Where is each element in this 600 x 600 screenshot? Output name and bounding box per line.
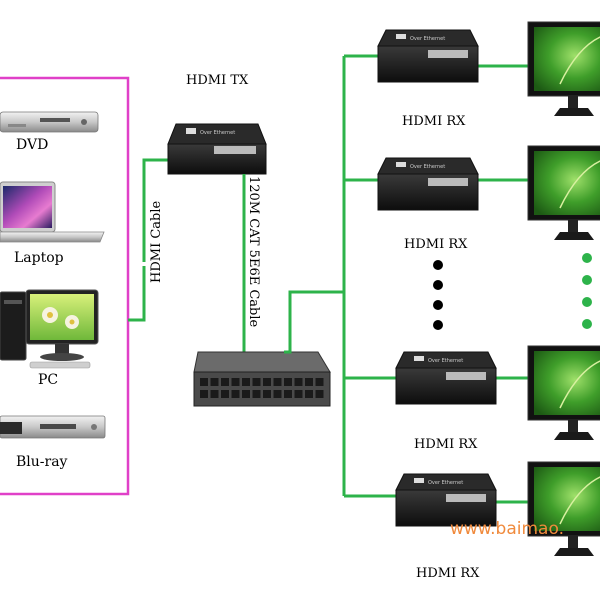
source-label-laptop: Laptop (14, 250, 64, 266)
monitor-icon (527, 145, 600, 240)
switch-port (284, 378, 292, 386)
rx-panel-text: Over Ethernet (410, 164, 445, 170)
switch-port (242, 378, 250, 386)
switch-port (210, 378, 219, 386)
hdmi-rx-label: HDMI RX (414, 437, 478, 452)
switch-uplink-line (284, 290, 344, 354)
switch-port (252, 390, 261, 398)
switch-port (263, 378, 271, 386)
hdmi-rx-label: HDMI RX (402, 114, 466, 129)
switch-port (315, 378, 324, 386)
hdmi-receiver-icon: Over Ethernet (395, 473, 497, 527)
switch-port (294, 378, 303, 386)
hdmi-receiver-icon: Over Ethernet (377, 29, 479, 83)
rx-panel-text: Over Ethernet (410, 36, 445, 42)
continuation-dot-green (582, 319, 592, 329)
hdmi-rx-label: HDMI RX (404, 237, 468, 252)
hdmi-receiver-icon: Over Ethernet (377, 157, 479, 211)
source-label-dvd: DVD (16, 137, 48, 153)
hdmi-rx-label: HDMI RX (416, 566, 480, 581)
switch-port (231, 390, 240, 398)
switch-port (315, 390, 324, 398)
source-label-pc: PC (38, 372, 58, 388)
hdmi-receiver-icon: Over Ethernet (395, 351, 497, 405)
source-label-bluray: Blu-ray (16, 454, 68, 470)
switch-port (200, 378, 208, 386)
switch-port (200, 390, 208, 398)
hdmi-tx-label: HDMI TX (186, 73, 249, 88)
switch-port (273, 390, 282, 398)
switch-port (242, 390, 250, 398)
switch-port (305, 378, 313, 386)
switch-port (294, 390, 303, 398)
rx-panel-text: Over Ethernet (428, 358, 463, 364)
watermark-text: www.baimao. (450, 519, 564, 539)
dvd-player-icon (0, 111, 99, 133)
monitor-icon (527, 21, 600, 116)
desktop-pc-icon (0, 289, 99, 369)
switch-port (284, 390, 292, 398)
switch-port (252, 378, 261, 386)
monitor-icon (527, 461, 600, 556)
continuation-dot (433, 300, 443, 310)
network-switch-icon (193, 351, 331, 407)
continuation-dot (433, 260, 443, 270)
switch-port (210, 390, 219, 398)
switch-port (221, 390, 229, 398)
switch-port (305, 390, 313, 398)
continuation-dot-green (582, 297, 592, 307)
hdmi-extender-icon: Over Ethernet (167, 123, 267, 175)
tx-panel-text: Over Ethernet (200, 130, 235, 136)
source-panel-border (0, 76, 130, 496)
switch-port (231, 378, 240, 386)
cat-cable-label: 120M CAT 5E6E Cable (246, 176, 261, 328)
hdmi-cable-label: HDMI Cable (149, 200, 164, 283)
rx-panel-text: Over Ethernet (428, 480, 463, 486)
continuation-dot (433, 320, 443, 330)
continuation-dot-green (582, 275, 592, 285)
monitor-icon (527, 345, 600, 440)
switch-port (273, 378, 282, 386)
hdmi-cable-line (128, 158, 170, 322)
continuation-dot-green (582, 253, 592, 263)
laptop-icon (0, 181, 105, 243)
bluray-player-icon (0, 415, 106, 439)
switch-port (221, 378, 229, 386)
switch-port (263, 390, 271, 398)
continuation-dot (433, 280, 443, 290)
